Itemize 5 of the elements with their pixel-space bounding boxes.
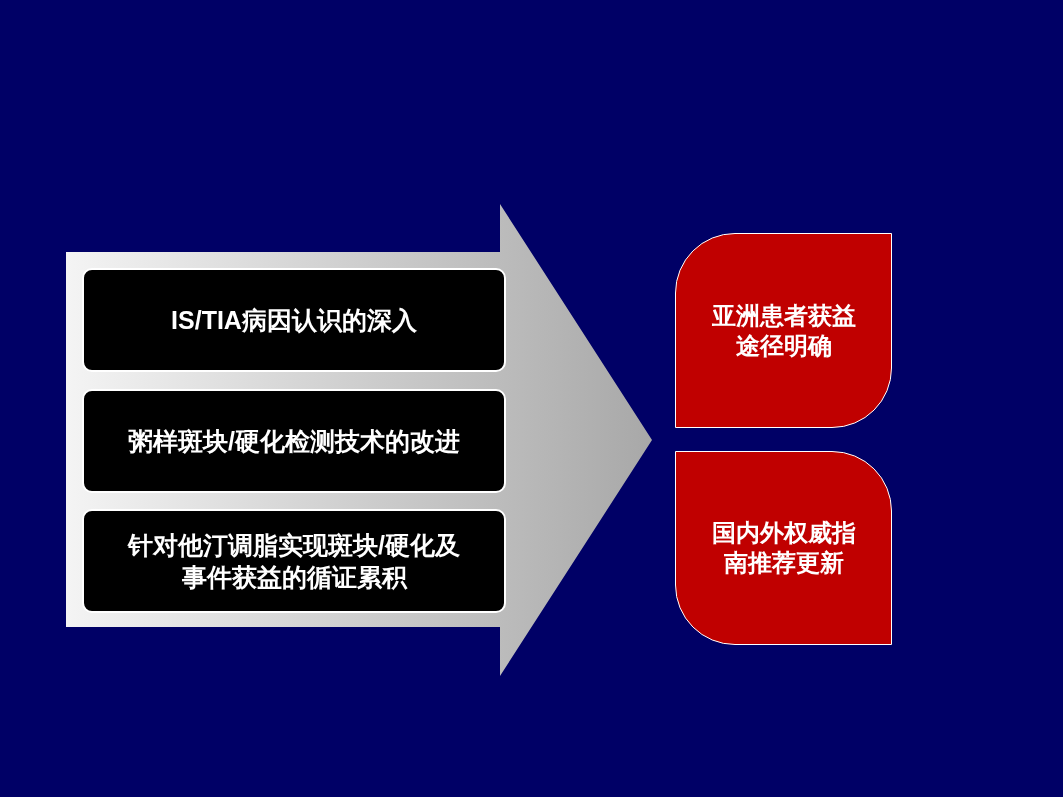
text-box: IS/TIA病因认识的深入 — [82, 268, 506, 372]
text-box: 针对他汀调脂实现斑块/硬化及事件获益的循证累积 — [82, 509, 506, 613]
text-box: 亚洲患者获益途径明确 — [675, 233, 892, 428]
text-box: 国内外权威指南推荐更新 — [675, 451, 892, 645]
text-box: 粥样斑块/硬化检测技术的改进 — [82, 389, 506, 493]
